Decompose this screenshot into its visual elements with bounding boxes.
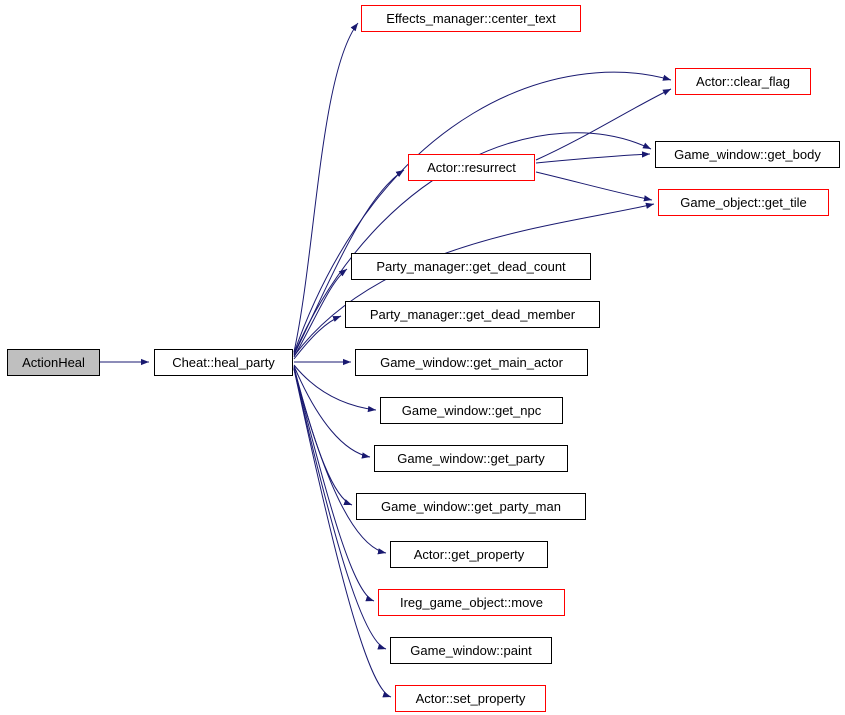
node-heal-party[interactable]: Cheat::heal_party xyxy=(154,349,293,376)
edge-heal-party-to-get-dead-member xyxy=(293,315,342,360)
node-get-party-man[interactable]: Game_window::get_party_man xyxy=(356,493,586,520)
edge-heal-party-to-clear-flag xyxy=(293,71,672,354)
node-get-main-actor[interactable]: Game_window::get_main_actor xyxy=(355,349,588,376)
node-resurrect[interactable]: Actor::resurrect xyxy=(408,154,535,181)
edge-heal-party-to-get-party-man xyxy=(293,366,353,506)
node-set-property[interactable]: Actor::set_property xyxy=(395,685,546,712)
edge-resurrect-to-get-body xyxy=(535,151,651,164)
edge-heal-party-to-get-property xyxy=(293,367,387,555)
node-paint[interactable]: Game_window::paint xyxy=(390,637,552,664)
edge-heal-party-to-paint xyxy=(293,368,387,650)
node-center-text[interactable]: Effects_manager::center_text xyxy=(361,5,581,32)
node-get-party[interactable]: Game_window::get_party xyxy=(374,445,568,472)
node-get-npc[interactable]: Game_window::get_npc xyxy=(380,397,563,424)
edge-heal-party-to-move xyxy=(293,367,375,602)
edge-heal-party-to-set-property xyxy=(293,368,392,698)
edge-heal-party-to-center-text xyxy=(293,22,359,353)
edge-heal-party-to-get-party xyxy=(293,365,371,459)
node-get-tile[interactable]: Game_object::get_tile xyxy=(658,189,829,216)
edge-resurrect-to-clear-flag xyxy=(535,88,672,161)
node-move[interactable]: Ireg_game_object::move xyxy=(378,589,565,616)
node-get-dead-member[interactable]: Party_manager::get_dead_member xyxy=(345,301,600,328)
edge-heal-party-to-get-npc xyxy=(293,364,377,413)
edge-heal-party-to-get-tile xyxy=(293,202,655,357)
edge-resurrect-to-get-tile xyxy=(535,171,653,202)
node-clear-flag[interactable]: Actor::clear_flag xyxy=(675,68,811,95)
node-actionheal: ActionHeal xyxy=(7,349,100,376)
edge-heal-party-to-resurrect xyxy=(293,169,405,356)
node-get-dead-count[interactable]: Party_manager::get_dead_count xyxy=(351,253,591,280)
node-get-property[interactable]: Actor::get_property xyxy=(390,541,548,568)
edge-heal-party-to-get-dead-count xyxy=(293,268,348,358)
node-get-body[interactable]: Game_window::get_body xyxy=(655,141,840,168)
